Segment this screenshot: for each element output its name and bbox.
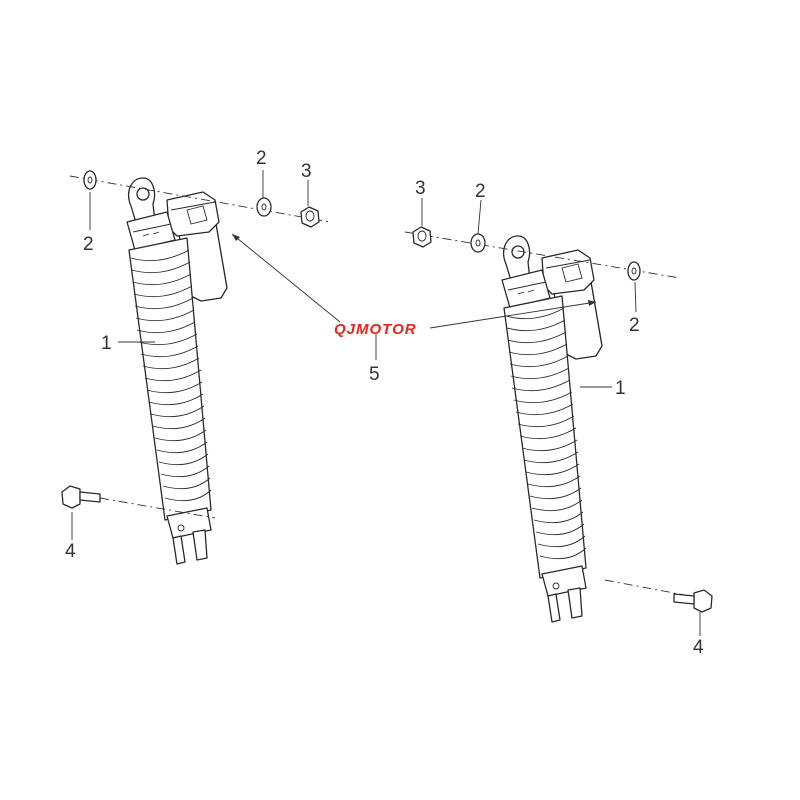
callout-1-right: 1 [615, 378, 626, 399]
axis-right-bottom [604, 579, 691, 597]
arrowhead-left [232, 234, 240, 241]
callout-3-left: 3 [301, 161, 312, 182]
washer-left-near [256, 197, 272, 217]
arrowhead-right [588, 300, 596, 306]
bolt-left [61, 485, 101, 509]
leader-2-right-near [634, 281, 637, 313]
callout-2-left-near: 2 [256, 148, 267, 169]
leader-2-right-far [477, 199, 482, 235]
nut-left [300, 206, 320, 228]
axis-left-bottom [99, 497, 216, 519]
washer-right-near [627, 261, 641, 281]
axis-left-top [69, 175, 331, 223]
qjmotor-label: QJMOTOR [334, 321, 417, 338]
leader-5-to-left [231, 233, 341, 323]
bolt-right [673, 589, 713, 613]
shock-absorber-right [501, 235, 603, 623]
leader-5-to-right [429, 301, 597, 329]
nut-right [412, 226, 432, 248]
callout-5: 5 [369, 364, 380, 385]
washer-right-far [470, 233, 486, 253]
callout-2-left-far: 2 [83, 234, 94, 255]
callout-4-right: 4 [693, 637, 704, 658]
callout-2-right-far: 2 [475, 181, 486, 202]
callout-3-right: 3 [415, 178, 426, 199]
washer-left-far [83, 170, 97, 190]
callout-2-right-near: 2 [629, 315, 640, 336]
callout-4-left: 4 [65, 541, 76, 562]
callout-1-left: 1 [101, 333, 112, 354]
shock-absorber-left [126, 177, 228, 565]
